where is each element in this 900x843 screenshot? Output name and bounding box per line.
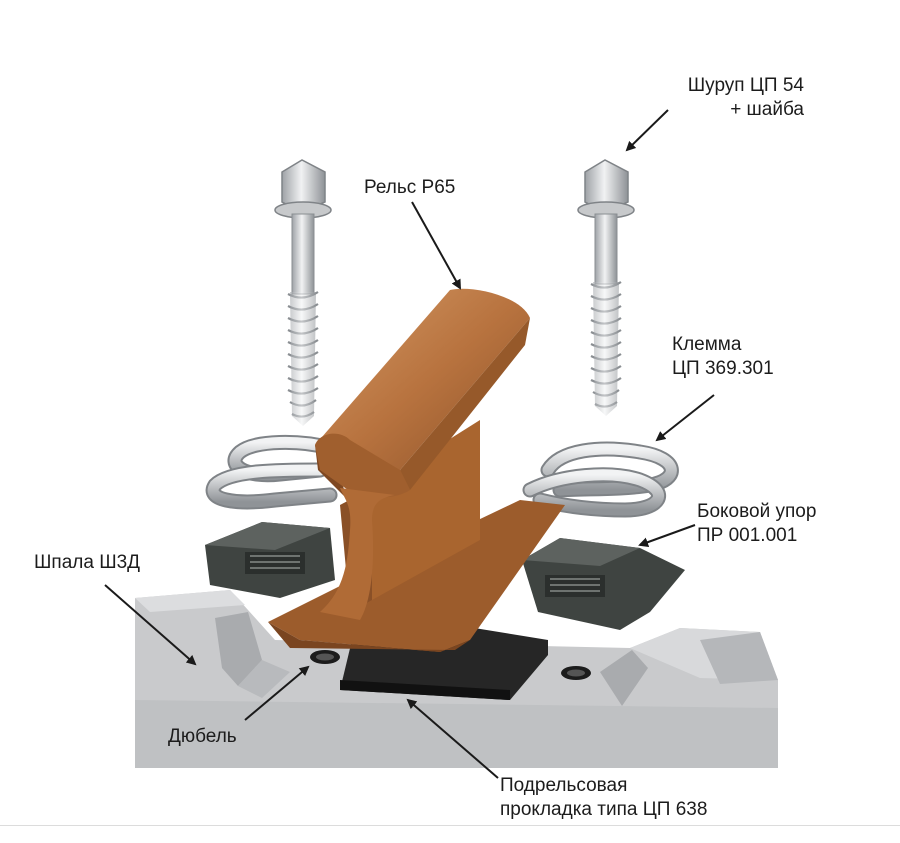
label-screw-line1: Шуруп ЦП 54 xyxy=(687,75,804,96)
label-rail-line1: Рельс Р65 xyxy=(364,177,456,198)
label-dowel: Дюбель xyxy=(168,725,237,749)
label-clip: Клемма ЦП 369.301 xyxy=(672,333,774,381)
label-sleeper: Шпала Ш3Д xyxy=(34,551,140,575)
label-sleeper-line1: Шпала Ш3Д xyxy=(34,552,141,573)
arrow-rail xyxy=(411,201,461,290)
label-screw-line2: + шайба xyxy=(730,99,804,120)
label-clip-line2: ЦП 369.301 xyxy=(672,358,774,379)
arrow-clip xyxy=(655,394,715,442)
arrow-side-stop xyxy=(638,524,696,547)
label-pad: Подрельсовая прокладка типа ЦП 638 xyxy=(500,774,707,822)
screw-right xyxy=(577,159,635,416)
label-side-stop: Боковой упор ПР 001.001 xyxy=(697,500,816,548)
leader-arrows xyxy=(104,109,715,779)
side-stop-left xyxy=(205,522,335,598)
screw-left xyxy=(274,159,332,426)
bottom-divider xyxy=(0,825,900,826)
side-stop-right xyxy=(522,538,685,630)
arrow-pad xyxy=(406,698,499,779)
label-dowel-line1: Дюбель xyxy=(168,726,237,747)
arrow-screw xyxy=(625,109,669,152)
arrow-sleeper xyxy=(104,584,197,666)
label-rail: Рельс Р65 xyxy=(364,176,455,200)
label-screw: Шуруп ЦП 54 + шайба xyxy=(650,74,804,122)
label-side-stop-line1: Боковой упор xyxy=(697,501,817,522)
clip-right xyxy=(522,441,679,518)
clip-left xyxy=(205,434,338,510)
label-pad-line2: прокладка типа ЦП 638 xyxy=(500,799,708,820)
rail xyxy=(268,288,565,652)
label-pad-line1: Подрельсовая xyxy=(500,775,628,796)
label-side-stop-line2: ПР 001.001 xyxy=(697,525,798,546)
arrow-dowel xyxy=(244,665,310,721)
label-clip-line1: Клемма xyxy=(672,334,742,355)
